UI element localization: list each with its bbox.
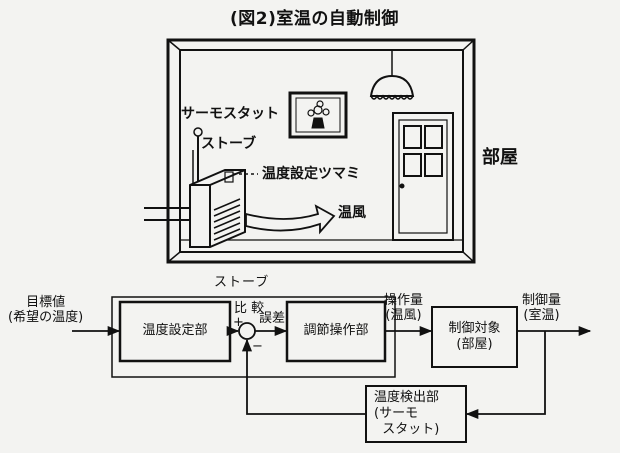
- manipulated-label: 操作量 (温風): [384, 293, 424, 323]
- room-illustration: [144, 38, 476, 264]
- plant-block: 制御対象 (部屋): [448, 320, 501, 352]
- stove-icon: [189, 169, 246, 248]
- room-label: 部屋: [482, 147, 518, 168]
- sensor-block: 温度検出部 (サーモ スタット): [374, 389, 440, 438]
- plant-block-frame: [431, 306, 518, 368]
- dial-label: 温度設定ツマミ: [262, 166, 360, 182]
- warm-air-arrow: [245, 204, 336, 235]
- plus-sign: +: [233, 315, 244, 330]
- actuator-block: 調節操作部: [303, 323, 369, 339]
- outdoor-pipe-icon: [144, 207, 190, 221]
- warm-air-label: 温風: [338, 205, 366, 221]
- output-label: 制御量 (室温): [522, 293, 562, 323]
- thermostat-label: サーモスタット: [181, 106, 279, 122]
- figure-title: (図2)室温の自動制御: [230, 9, 399, 29]
- stove-group-frame: [111, 296, 396, 378]
- room-inner-frame: [179, 49, 464, 253]
- error-label: 誤差: [259, 311, 286, 326]
- door-icon: [392, 112, 454, 241]
- feedback-to-junction: [241, 338, 366, 415]
- block-diagram: [72, 296, 592, 443]
- feedback-to-sensor: [465, 331, 546, 420]
- stove-group-label: ストーブ: [214, 275, 270, 290]
- thermostat-icon: [192, 127, 203, 185]
- ceiling-lamp-icon: [369, 50, 415, 100]
- input-label: 目標値 (希望の温度): [8, 295, 84, 325]
- wall-picture-icon: [288, 91, 348, 139]
- minus-sign: −: [252, 339, 263, 354]
- room-outer-frame: [166, 38, 476, 264]
- compare-label: 比 較: [234, 301, 265, 316]
- setter-block: 温度設定部: [142, 323, 208, 339]
- stove-label: ストーブ: [201, 136, 257, 152]
